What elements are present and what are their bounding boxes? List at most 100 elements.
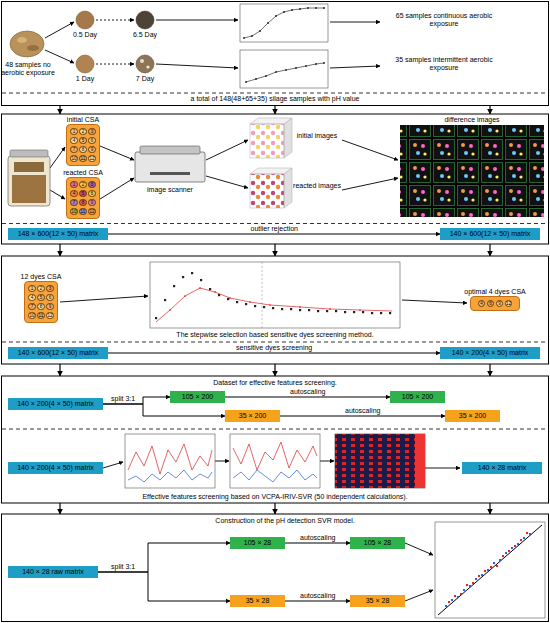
matrix-box: 140 × 600(12 × 50) matrix (440, 228, 540, 240)
training-set-box: 105 × 28 (350, 537, 405, 549)
dye-spot: 6 (487, 300, 495, 308)
section-arrow (489, 503, 490, 514)
dye-number: 1 (73, 182, 76, 187)
flow-arrow (156, 20, 238, 21)
section-frame (2, 2, 549, 106)
prediction-scatter (435, 522, 545, 618)
dye-number: 3 (49, 286, 52, 291)
matrix-label: 105 × 28 (364, 539, 391, 547)
training-set-box: 105 × 28 (230, 537, 285, 549)
dye-number: 6 (489, 301, 492, 306)
sample-jar (12, 175, 46, 203)
dye-spot: 6 (46, 294, 54, 302)
annotation-text: 48 samples no aerobic exposure (0, 61, 56, 77)
matrix-box: 140 × 600(12 × 50) matrix (8, 347, 108, 359)
matrix-box: 140 × 28 matrix (462, 462, 542, 474)
dye-spot: 9 (88, 146, 96, 154)
dye-spot: 9 (496, 300, 504, 308)
flow-arrow (50, 147, 65, 168)
flow-arrow (330, 66, 380, 68)
dye-number: 5 (40, 295, 43, 300)
matrix-box: 140 × 200(4 × 50) matrix (8, 398, 103, 410)
dye-spot: 5 (79, 190, 87, 198)
annotation-text: 7 Day (128, 75, 162, 83)
selection-chart (150, 262, 400, 328)
annotation-text: The stepwise selection based sensitive d… (120, 331, 430, 339)
flow-arrow (100, 178, 134, 199)
panel-heading: 12 dyes CSA (21, 273, 62, 281)
image-scanner (135, 152, 205, 182)
silage-sample (27, 45, 39, 51)
dye-number: 1 (73, 129, 76, 134)
silage-sample (17, 37, 27, 43)
dye-spot: 1 (70, 128, 78, 136)
dye-spot: 10 (70, 208, 78, 216)
section-arrow (489, 364, 490, 376)
dye-spot: 4 (478, 300, 486, 308)
matrix-label: 140 × 28 raw matrix (22, 568, 84, 576)
dye-number: 9 (49, 304, 52, 309)
test-set-box: 35 × 28 (350, 595, 405, 607)
connector-label: split 3:1 (111, 395, 135, 403)
feature-chart (125, 434, 320, 488)
matrix-label: 105 × 200 (182, 393, 213, 401)
csa-panel: 12 dyes CSA123456789101112 (24, 281, 58, 323)
dye-number: 6 (91, 191, 94, 196)
annotation-text: Construction of the pH detection SVR mod… (160, 517, 410, 525)
section-arrow (59, 106, 60, 114)
silage-sample (76, 55, 94, 73)
image-stack (250, 174, 284, 208)
feature-chart (128, 470, 212, 482)
dye-number: 4 (31, 295, 34, 300)
matrix-label: 35 × 200 (239, 412, 266, 420)
dye-spot: 8 (79, 199, 87, 207)
dye-spot: 9 (46, 303, 54, 311)
dye-spot: 4 (70, 190, 78, 198)
dye-spot: 3 (88, 181, 96, 189)
training-set-box: 105 × 200 (170, 391, 225, 403)
difference-image-grid (400, 125, 544, 217)
dye-spot: 1 (28, 285, 36, 293)
silage-sample (136, 55, 154, 73)
dye-spot: 2 (79, 181, 87, 189)
image-scanner (150, 172, 190, 175)
flow-arrow (320, 461, 334, 462)
dye-spot: 3 (88, 128, 96, 136)
dye-number: 8 (82, 200, 85, 205)
flow-connector (285, 601, 350, 602)
sample-jar (8, 150, 50, 206)
dye-number: 5 (82, 138, 85, 143)
difference-image-grid (400, 125, 544, 217)
matrix-box: 140 × 28 raw matrix (8, 566, 98, 578)
silage-sample (10, 31, 44, 57)
dye-spot: 5 (79, 137, 87, 145)
flow-arrow (405, 543, 433, 555)
annotation-text: 65 samples continuous aerobic exposure (384, 12, 504, 28)
feature-chart (233, 470, 317, 482)
dye-number: 4 (73, 138, 76, 143)
matrix-label: 35 × 28 (246, 597, 270, 605)
annotation-text: image scanner (130, 186, 210, 194)
section-arrow (59, 503, 60, 514)
line-chart (240, 50, 328, 88)
csa-panel: optimal 4 dyes CSA46912 (470, 296, 520, 311)
csa-panel: reacted CSA123456789101112 (66, 177, 100, 219)
dye-spot: 12 (88, 155, 96, 163)
flow-connector (108, 353, 440, 354)
flow-arrow (342, 178, 398, 190)
selection-chart (150, 262, 400, 328)
dye-number: 12 (89, 209, 94, 214)
image-stack (284, 118, 292, 158)
line-chart (240, 4, 328, 42)
prediction-scatter (435, 522, 545, 618)
flow-arrow (156, 64, 238, 68)
dye-number: 10 (71, 209, 76, 214)
section-arrow (59, 244, 60, 256)
dye-number: 9 (498, 301, 501, 306)
flow-arrow (100, 146, 134, 160)
section-arrow (274, 364, 275, 376)
matrix-label: 140 × 200(4 × 50) matrix (17, 464, 94, 472)
dashed-separator (2, 93, 548, 94)
